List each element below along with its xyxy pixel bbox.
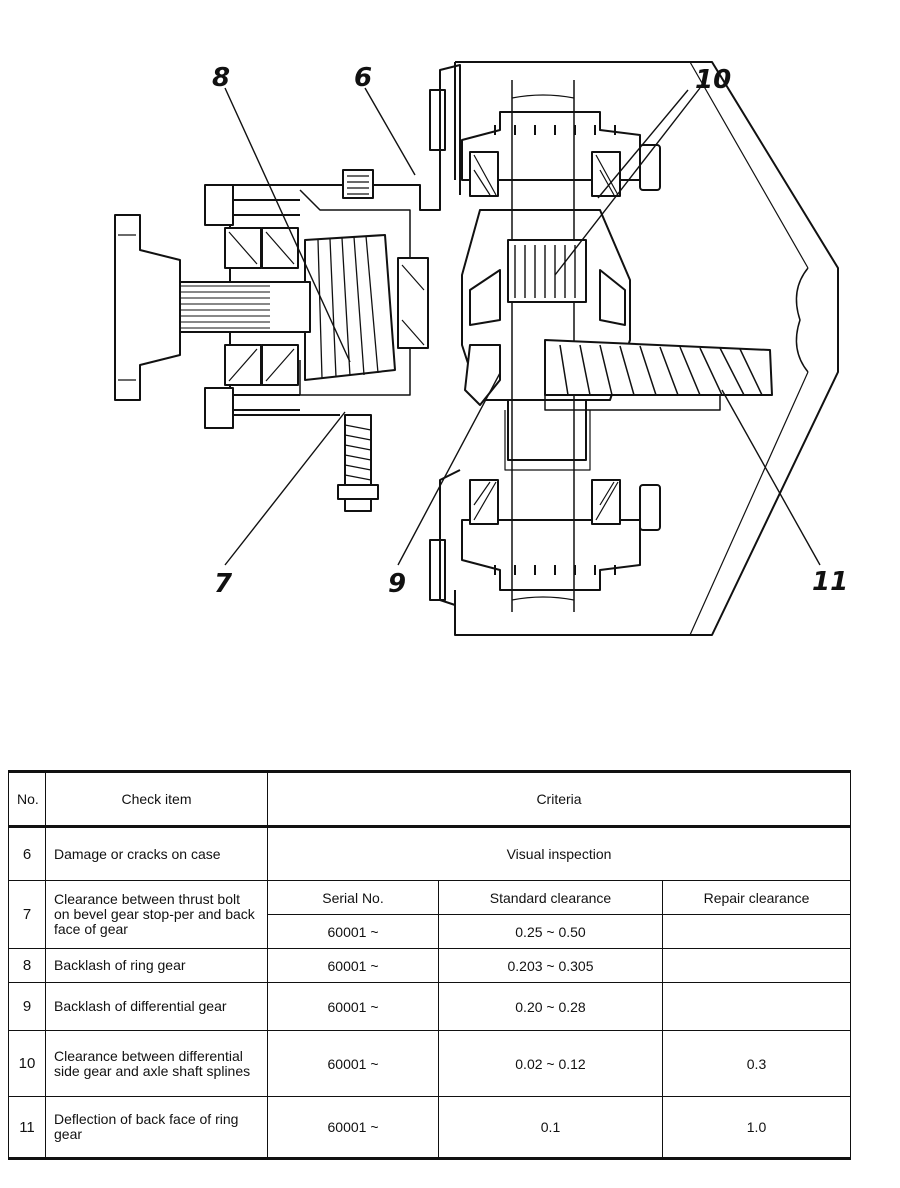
upper-bearing-left	[469, 151, 499, 197]
housing-inner-line	[689, 61, 809, 636]
row-8-item: Backlash of ring gear	[45, 948, 268, 983]
row-8-serial: 60001 ~	[267, 948, 439, 983]
housing-bump	[795, 267, 809, 373]
row-10-item: Clearance between differential side gear…	[45, 1030, 268, 1097]
row-11-standard: 0.1	[438, 1096, 663, 1160]
subheader-repair: Repair clearance	[661, 880, 852, 915]
row-7-serial: 60001 ~	[267, 914, 439, 949]
differential-case	[461, 209, 631, 401]
row-7-item: Clearance between thrust bolt on bevel g…	[45, 880, 268, 949]
row-8-no: 8	[8, 948, 46, 983]
row-9-repair	[661, 982, 852, 1031]
row-7-repair	[661, 914, 852, 949]
companion-flange	[114, 214, 181, 401]
callout-10: 10	[695, 65, 731, 95]
pinion-gear-right	[599, 269, 626, 326]
ring-gear-teeth	[559, 344, 763, 396]
upper-lock-plate	[639, 144, 661, 191]
callout-11: 11	[812, 567, 848, 597]
row-6-item: Damage or cracks on case	[45, 826, 268, 881]
lower-bearing-cap	[461, 519, 641, 591]
bevel-pinion-teeth	[317, 235, 379, 379]
callout-6: 6	[354, 63, 372, 93]
thrust-bolt-threads	[344, 424, 372, 481]
callout-9: 9	[388, 569, 406, 599]
axle-shaft-break	[511, 94, 575, 601]
row-11-serial: 60001 ~	[267, 1096, 439, 1160]
lower-bearing-bolts	[494, 565, 616, 575]
pinion-shaft-splines	[160, 285, 270, 329]
row-8-repair	[661, 948, 852, 983]
callout-7: 7	[214, 569, 233, 599]
row-10-serial: 60001 ~	[267, 1030, 439, 1097]
bevel-pinion	[304, 234, 396, 381]
row-9-standard: 0.20 ~ 0.28	[438, 982, 663, 1031]
row-7-standard: 0.25 ~ 0.50	[438, 914, 663, 949]
row-9-no: 9	[8, 982, 46, 1031]
row-6-criteria: Visual inspection	[266, 826, 852, 881]
row-11-item: Deflection of back face of ring gear	[45, 1096, 268, 1160]
subheader-serial: Serial No.	[267, 880, 439, 915]
side-gear-lower	[507, 399, 587, 461]
row-6-no: 6	[8, 826, 46, 881]
ring-gear	[544, 339, 773, 396]
header-check-item: Check item	[45, 770, 268, 828]
subheader-standard: Standard clearance	[438, 880, 663, 915]
upper-bearing-bolts	[494, 125, 616, 135]
pilot-bearing	[397, 257, 429, 349]
pinion-gear-left	[469, 269, 501, 326]
lower-lock-plate	[639, 484, 661, 531]
row-10-standard: 0.02 ~ 0.12	[438, 1030, 663, 1097]
ring-gear-hub	[544, 395, 721, 411]
top-plug	[342, 169, 374, 199]
carrier-flange-top	[429, 89, 446, 151]
differential-cross-section-drawing: 8 6 10 7 9 11	[114, 61, 848, 636]
housing-outline	[454, 61, 839, 636]
row-9-serial: 60001 ~	[267, 982, 439, 1031]
row-11-repair: 1.0	[661, 1096, 852, 1160]
header-criteria: Criteria	[266, 770, 852, 828]
check-criteria-table: No. Check item Criteria 6 Damage or crac…	[8, 770, 852, 1160]
row-8-standard: 0.203 ~ 0.305	[438, 948, 663, 983]
callout-8: 8	[212, 63, 230, 93]
row-10-repair: 0.3	[661, 1030, 852, 1097]
leader-lines	[224, 87, 821, 566]
upper-bearing-cap	[461, 111, 641, 181]
side-gear-splines	[514, 245, 576, 298]
row-7-no: 7	[8, 880, 46, 949]
row-9-item: Backlash of differential gear	[45, 982, 268, 1031]
thrust-bolt-nut	[337, 484, 379, 500]
row-10-no: 10	[8, 1030, 46, 1097]
carrier-flange-bottom	[429, 539, 446, 601]
differential-gear-lower	[464, 344, 501, 406]
side-gear-upper	[507, 239, 587, 303]
header-no: No.	[8, 770, 46, 828]
row-11-no: 11	[8, 1096, 46, 1160]
